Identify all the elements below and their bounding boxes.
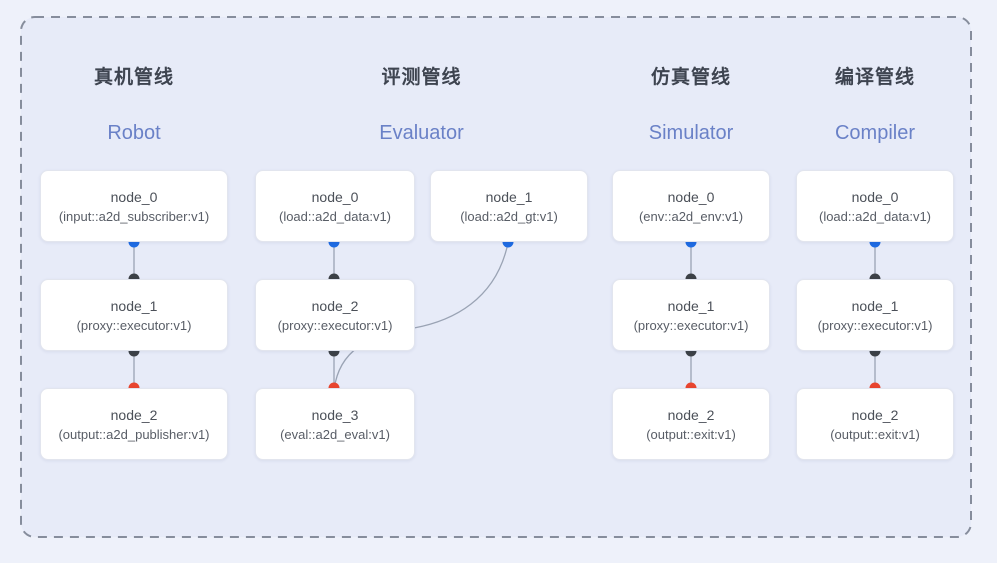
node-impl: (proxy::executor:v1): [817, 317, 933, 333]
node-name: node_2: [311, 297, 359, 314]
node-impl: (env::a2d_env:v1): [638, 208, 744, 224]
pipeline-title-evaluator-zh: 评测管线: [381, 67, 462, 88]
node-impl: (load::a2d_data:v1): [278, 208, 392, 224]
node-card-robot-node1: node_1 (proxy::executor:v1): [40, 279, 228, 351]
node-card-robot-node2: node_2 (output::a2d_publisher:v1): [40, 388, 228, 460]
pipeline-title-compiler-zh: 编译管线: [834, 67, 915, 88]
pipeline-title-robot-en: Robot: [107, 122, 161, 144]
node-card-simulator-node2: node_2 (output::exit:v1): [612, 388, 770, 460]
node-name: node_2: [851, 406, 899, 423]
node-name: node_3: [311, 406, 359, 423]
node-name: node_2: [667, 406, 715, 423]
node-impl: (load::a2d_data:v1): [818, 208, 932, 224]
node-name: node_0: [667, 188, 715, 205]
node-impl: (output::exit:v1): [830, 426, 920, 442]
node-impl: (proxy::executor:v1): [277, 317, 393, 333]
node-card-evaluator-node3: node_3 (eval::a2d_eval:v1): [255, 388, 415, 460]
node-impl: (load::a2d_gt:v1): [460, 208, 558, 224]
node-card-simulator-node1: node_1 (proxy::executor:v1): [612, 279, 770, 351]
pipeline-title-compiler-en: Compiler: [834, 122, 916, 144]
node-name: node_0: [311, 188, 359, 205]
node-name: node_0: [851, 188, 899, 205]
node-name: node_1: [110, 297, 158, 314]
node-impl: (eval::a2d_eval:v1): [280, 426, 390, 442]
node-card-evaluator-node2: node_2 (proxy::executor:v1): [255, 279, 415, 351]
node-impl: (output::exit:v1): [646, 426, 736, 442]
node-card-compiler-node1: node_1 (proxy::executor:v1): [796, 279, 954, 351]
node-impl: (input::a2d_subscriber:v1): [58, 208, 210, 224]
pipeline-title-evaluator-en: Evaluator: [379, 122, 464, 144]
node-card-robot-node0: node_0 (input::a2d_subscriber:v1): [40, 170, 228, 242]
node-card-compiler-node0: node_0 (load::a2d_data:v1): [796, 170, 954, 242]
node-name: node_1: [485, 188, 533, 205]
node-impl: (proxy::executor:v1): [76, 317, 192, 333]
pipeline-title-simulator-en: Simulator: [648, 122, 734, 144]
node-name: node_2: [110, 406, 158, 423]
node-card-compiler-node2: node_2 (output::exit:v1): [796, 388, 954, 460]
node-card-evaluator-node0: node_0 (load::a2d_data:v1): [255, 170, 415, 242]
pipeline-title-robot-zh: 真机管线: [93, 67, 174, 88]
node-card-evaluator-node1: node_1 (load::a2d_gt:v1): [430, 170, 588, 242]
node-impl: (output::a2d_publisher:v1): [58, 426, 210, 442]
node-name: node_0: [110, 188, 158, 205]
node-impl: (proxy::executor:v1): [633, 317, 749, 333]
node-name: node_1: [851, 297, 899, 314]
node-card-simulator-node0: node_0 (env::a2d_env:v1): [612, 170, 770, 242]
pipeline-title-simulator-zh: 仿真管线: [650, 67, 731, 88]
node-name: node_1: [667, 297, 715, 314]
